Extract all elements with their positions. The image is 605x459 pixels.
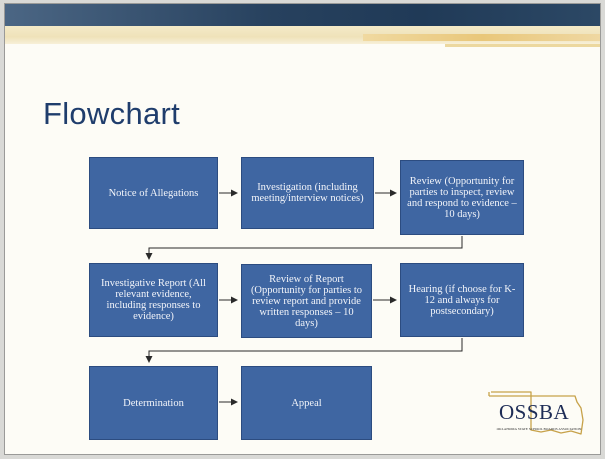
slide: Flowchart Notice of Allegations Investig…	[4, 3, 601, 455]
header-gold-stripe-thin	[445, 44, 600, 47]
node-hearing: Hearing (if choose for K-12 and always f…	[400, 263, 524, 337]
node-appeal: Appeal	[241, 366, 372, 440]
flow-connectors	[145, 189, 463, 406]
node-investigative-report: Investigative Report (All relevant evide…	[89, 263, 218, 337]
logo-name: OSSBA	[499, 400, 570, 424]
oklahoma-outline-icon	[488, 391, 584, 435]
logo-subtitle: OKLAHOMA STATE SCHOOL BOARDS ASSOCIATION	[496, 427, 582, 431]
header-gold-stripe	[363, 34, 600, 41]
header-bar	[5, 4, 600, 26]
slide-title: Flowchart	[43, 96, 181, 131]
node-determination: Determination	[89, 366, 218, 440]
arrow-hearing-to-determination	[145, 338, 463, 363]
node-notice-of-allegations: Notice of Allegations	[89, 157, 218, 229]
ossba-logo: OSSBA OKLAHOMA STATE SCHOOL BOARDS ASSOC…	[485, 390, 587, 440]
arrow-review-to-report	[145, 236, 463, 260]
node-review-of-report: Review of Report (Opportunity for partie…	[241, 264, 372, 338]
node-review: Review (Opportunity for parties to inspe…	[400, 160, 524, 235]
node-investigation: Investigation (including meeting/intervi…	[241, 157, 374, 229]
